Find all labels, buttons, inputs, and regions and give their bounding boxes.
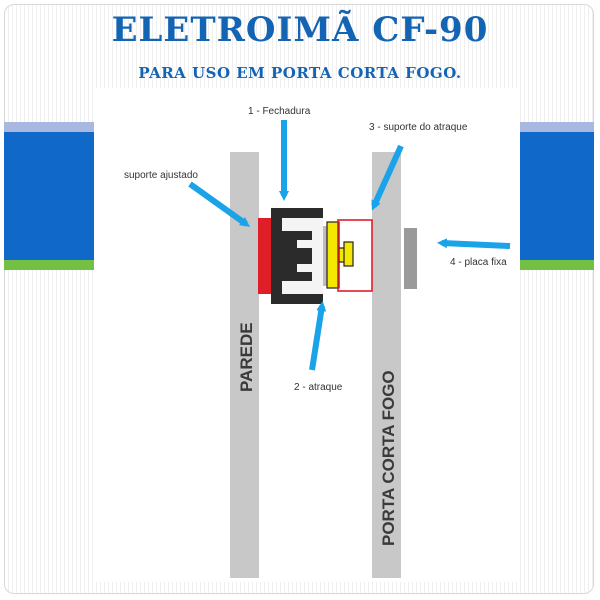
label-porta: PORTA CORTA FOGO — [379, 370, 398, 546]
label-suporte-atraque: 3 - suporte do atraque — [369, 122, 468, 133]
striker-head — [343, 241, 354, 267]
gap-piece — [323, 226, 328, 286]
label-parede: PAREDE — [237, 322, 256, 392]
label-placa-fixa: 4 - placa fixa — [450, 257, 507, 268]
arrow-atraque — [309, 301, 327, 371]
label-fechadura: 1 - Fechadura — [248, 106, 311, 117]
diagram-panel: 1 - Fechadura suporte ajustado 3 - supor… — [94, 88, 520, 582]
arrow-placa-fixa — [437, 238, 511, 249]
label-suporte-ajustado: suporte ajustado — [124, 170, 198, 181]
fixed-plate — [404, 228, 417, 289]
arrow-suporte-atraque — [371, 144, 404, 211]
diagram-svg: 1 - Fechadura suporte ajustado 3 - supor… — [124, 106, 511, 578]
striker-support-outline — [337, 219, 373, 292]
arrow-suporte-ajustado — [188, 181, 251, 227]
lock-core — [282, 231, 312, 281]
lock-slot-top — [297, 240, 312, 248]
lock-slot-bottom — [297, 264, 312, 272]
slide-subtitle: PARA USO EM PORTA CORTA FOGO. — [138, 64, 462, 82]
slide-title: ELETROIMÃ CF-90 — [111, 10, 489, 50]
label-atraque: 2 - atraque — [294, 382, 343, 393]
door-bar — [372, 152, 401, 578]
adjusted-support — [258, 218, 272, 294]
